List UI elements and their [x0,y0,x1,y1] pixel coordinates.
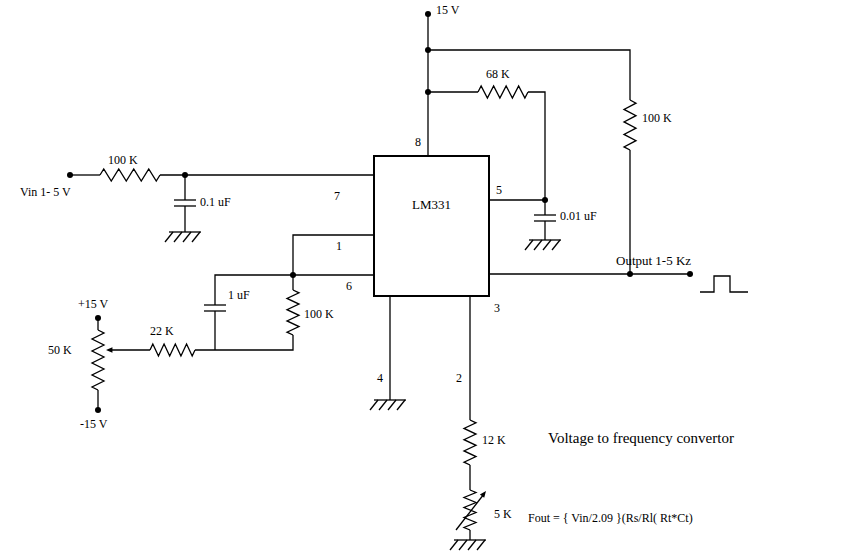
pin-number: 8 [415,136,421,150]
ground-symbol [459,540,467,550]
ground-symbol [450,540,458,550]
wire [195,335,293,350]
resistor-value: 12 K [482,434,506,448]
supply-label: -15 V [80,418,107,432]
ground-symbol [379,400,387,410]
resistor-symbol [287,290,299,335]
ground-symbol [468,540,476,550]
ground-symbol [543,240,551,250]
resistor-value: 100 K [108,154,138,168]
resistor-value: 68 K [486,68,510,82]
wire [214,311,215,350]
ground-symbol [374,399,406,400]
pin-number: 6 [346,280,352,294]
resistor-symbol [92,330,104,390]
resistor-symbol [100,169,160,181]
signal-name: Vin 1- 5 V [20,186,71,200]
ground-symbol [454,539,486,540]
ground-symbol [525,240,533,250]
formula: Fout = { Vin/2.09 }(Rs/Rl( Rt*Ct) [528,512,693,526]
junction-dot [425,11,431,17]
wire [292,275,293,290]
wire [469,530,470,540]
ground-symbol [370,400,378,410]
ground-symbol [183,232,191,242]
junction-dot [542,197,548,203]
wire [112,349,150,350]
resistor-symbol [478,86,528,98]
ground-symbol [529,239,561,240]
pin-number: 4 [377,372,383,386]
wire [428,91,478,92]
wire [184,175,185,200]
wire [184,206,185,232]
output-label: Output 1-5 Kz [616,254,691,269]
wire [160,174,373,175]
resistor-value: 100 K [642,112,672,126]
pin-number: 5 [496,184,502,198]
pin-number: 7 [334,190,340,204]
caption-note: Voltage to frequency convertor [548,430,734,447]
capacitor-value: 1 uF [228,289,250,303]
wire [544,221,545,240]
ground-symbol [192,232,200,242]
ground-symbol [477,540,485,550]
ground-symbol [552,240,560,250]
junction-dot [687,271,693,277]
supply-label: +15 V [78,298,108,312]
capacitor-value: 0.01 uF [560,210,597,224]
wire [490,273,690,274]
wire [427,14,428,155]
arrow-head [106,347,112,352]
variable-arrow [456,494,484,530]
resistor-value: 5 K [494,508,512,522]
capacitor-symbol [174,199,196,200]
junction-dot [627,271,633,277]
arrow-head [480,491,486,498]
capacitor-value: 0.1 uF [200,196,231,210]
ground-symbol [174,232,182,242]
wire [528,92,545,215]
resistor-symbol [464,490,476,530]
pulse-symbol [700,276,748,292]
resistor-symbol [624,100,636,150]
ground-symbol [165,232,173,242]
ic-box: LM331 [373,155,490,297]
resistor-value: 22 K [150,325,174,339]
wire [469,297,470,420]
wire [97,318,98,330]
capacitor-symbol [204,304,226,305]
wire [97,390,98,410]
pin-number: 3 [494,302,500,316]
resistor-value: 100 K [304,308,334,322]
wire [293,235,373,275]
wire [490,199,545,200]
ic-name: LM331 [375,157,488,213]
ground-symbol [397,400,405,410]
capacitor-symbol [534,214,556,215]
supply-label: 15 V [436,4,459,18]
resistor-symbol [464,420,476,465]
resistor-value: 50 K [48,344,72,358]
ground-symbol [388,400,396,410]
wire [469,465,470,490]
ground-symbol [534,240,542,250]
pin-number: 2 [456,372,462,386]
wire [389,297,390,400]
wire [70,174,100,175]
ground-symbol [169,231,201,232]
pin-number: 1 [336,240,342,254]
resistor-symbol [150,344,195,356]
